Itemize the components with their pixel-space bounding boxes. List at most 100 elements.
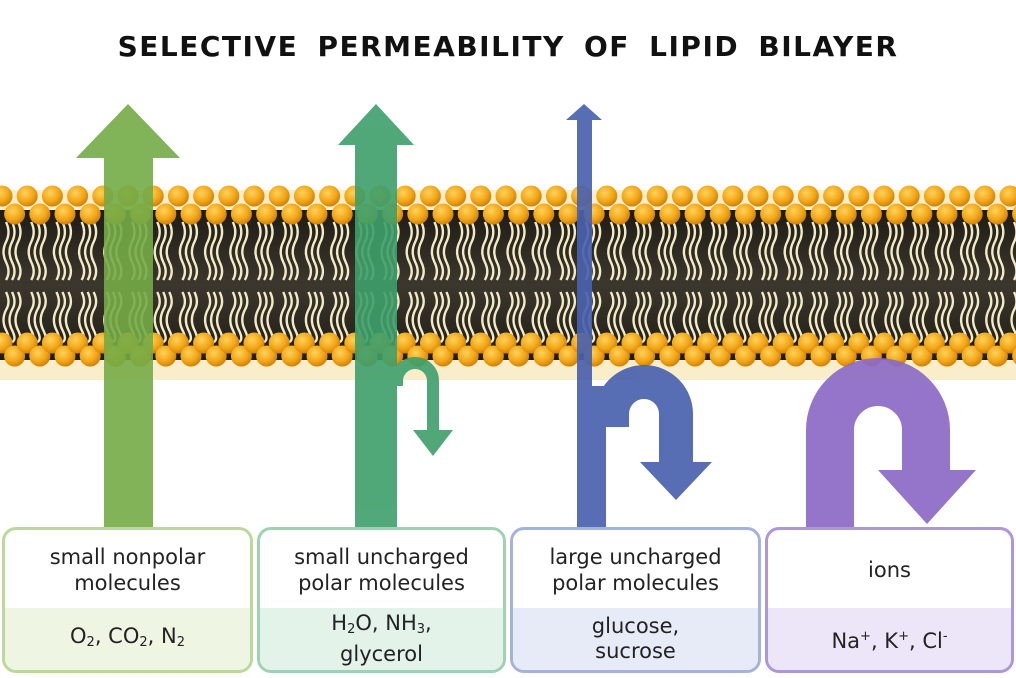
lipid-head bbox=[319, 332, 341, 354]
lipid-head bbox=[218, 185, 240, 207]
lipid-tail bbox=[934, 221, 943, 281]
lipid-head bbox=[167, 332, 189, 354]
lipid-tail bbox=[430, 221, 439, 281]
category-label-line1: small nonpolar bbox=[49, 545, 206, 569]
lipid-head bbox=[848, 332, 870, 354]
lipid-head bbox=[835, 345, 857, 367]
lipid-tail bbox=[688, 221, 697, 281]
lipid-tail bbox=[638, 291, 646, 344]
category-label-line1: small uncharged bbox=[294, 545, 469, 569]
lipid-tail bbox=[159, 291, 167, 344]
lipid-tail bbox=[291, 221, 299, 281]
category-label-line1: ions bbox=[868, 558, 911, 582]
lipid-tail bbox=[764, 221, 772, 281]
lipid-head bbox=[747, 332, 769, 354]
lipid-head bbox=[243, 185, 265, 207]
lipid-tail bbox=[260, 291, 268, 344]
lipid-head bbox=[495, 185, 517, 207]
lipid-head bbox=[709, 345, 731, 367]
lipid-head bbox=[281, 345, 303, 367]
lipid-tail bbox=[921, 221, 929, 281]
lipid-head bbox=[293, 332, 315, 354]
lipid-tail bbox=[663, 221, 671, 281]
lipid-head bbox=[785, 345, 807, 367]
lipid-tail bbox=[316, 221, 325, 281]
lipid-head bbox=[180, 203, 202, 225]
lipid-tail bbox=[27, 221, 35, 281]
lipid-head bbox=[911, 345, 933, 367]
lipid-tail bbox=[184, 291, 193, 344]
lipid-head bbox=[394, 185, 416, 207]
examples-line2: sucrose bbox=[595, 639, 676, 663]
lipid-head bbox=[243, 332, 265, 354]
lipid-head bbox=[205, 203, 227, 225]
lipid-head bbox=[873, 185, 895, 207]
lipid-head bbox=[659, 345, 681, 367]
lipid-tail bbox=[789, 221, 797, 281]
lipid-tail bbox=[909, 221, 917, 281]
lipid-tail bbox=[58, 221, 67, 281]
lipid-head bbox=[495, 332, 517, 354]
lipid-tail bbox=[688, 291, 697, 344]
lipid-head bbox=[218, 332, 240, 354]
lipid-head bbox=[155, 345, 177, 367]
lipid-tail bbox=[1010, 221, 1016, 281]
lipid-head bbox=[898, 185, 920, 207]
lipid-tail bbox=[808, 221, 817, 281]
lipid-tail bbox=[285, 291, 293, 344]
lipid-head bbox=[167, 185, 189, 207]
lipid-tail bbox=[279, 221, 287, 281]
lipid-head bbox=[596, 185, 618, 207]
lipid-tail bbox=[285, 221, 293, 281]
category-label-line1: large uncharged bbox=[549, 545, 722, 569]
lipid-tail bbox=[39, 221, 47, 281]
lipid-head bbox=[936, 203, 958, 225]
lipid-tail bbox=[940, 221, 949, 281]
lipid-head bbox=[533, 345, 555, 367]
lipid-tail bbox=[8, 291, 16, 344]
lipid-tail bbox=[713, 221, 722, 281]
lipid-tail bbox=[8, 221, 16, 281]
lipid-head bbox=[419, 332, 441, 354]
lipid-tail bbox=[487, 221, 495, 281]
lipid-head bbox=[319, 185, 341, 207]
membrane-glow-bottom bbox=[0, 358, 1016, 380]
lipid-tail bbox=[83, 291, 92, 344]
lipid-tail bbox=[839, 291, 848, 344]
lipid-tail bbox=[707, 221, 716, 281]
lipid-head bbox=[923, 332, 945, 354]
lipid-tail bbox=[487, 291, 495, 344]
lipid-head bbox=[810, 345, 832, 367]
lipid-tail bbox=[789, 291, 797, 344]
lipid-head bbox=[4, 203, 26, 225]
lipid-head bbox=[306, 345, 328, 367]
lipid-head bbox=[54, 345, 76, 367]
lipid-tail bbox=[593, 221, 602, 281]
lipid-tail bbox=[411, 221, 419, 281]
lipid-tail bbox=[537, 291, 545, 344]
lipid-head bbox=[974, 185, 996, 207]
lipid-tail bbox=[940, 291, 949, 344]
lipid-head bbox=[432, 345, 454, 367]
lipid-head bbox=[986, 345, 1008, 367]
lipid-head bbox=[634, 203, 656, 225]
lipid-tail bbox=[884, 221, 892, 281]
lipid-tail bbox=[341, 221, 350, 281]
lipid-tail bbox=[310, 221, 319, 281]
lipid-head bbox=[646, 185, 668, 207]
lipid-tail bbox=[543, 221, 551, 281]
lipid-head bbox=[760, 203, 782, 225]
lipid-tail bbox=[203, 221, 212, 281]
lipid-head bbox=[1012, 347, 1016, 365]
examples-line: O2, CO2, N2 bbox=[70, 623, 185, 650]
lipid-tail bbox=[568, 221, 577, 281]
mostly-blocked-arrow bbox=[566, 104, 712, 530]
lipid-tail bbox=[890, 221, 898, 281]
lipid-tail bbox=[335, 221, 344, 281]
lipid-head bbox=[331, 203, 353, 225]
category-label-line2: polar molecules bbox=[552, 571, 719, 595]
lipid-tail bbox=[638, 221, 646, 281]
lipid-head bbox=[180, 345, 202, 367]
lipid-head bbox=[608, 345, 630, 367]
lipid-tail bbox=[411, 291, 419, 344]
